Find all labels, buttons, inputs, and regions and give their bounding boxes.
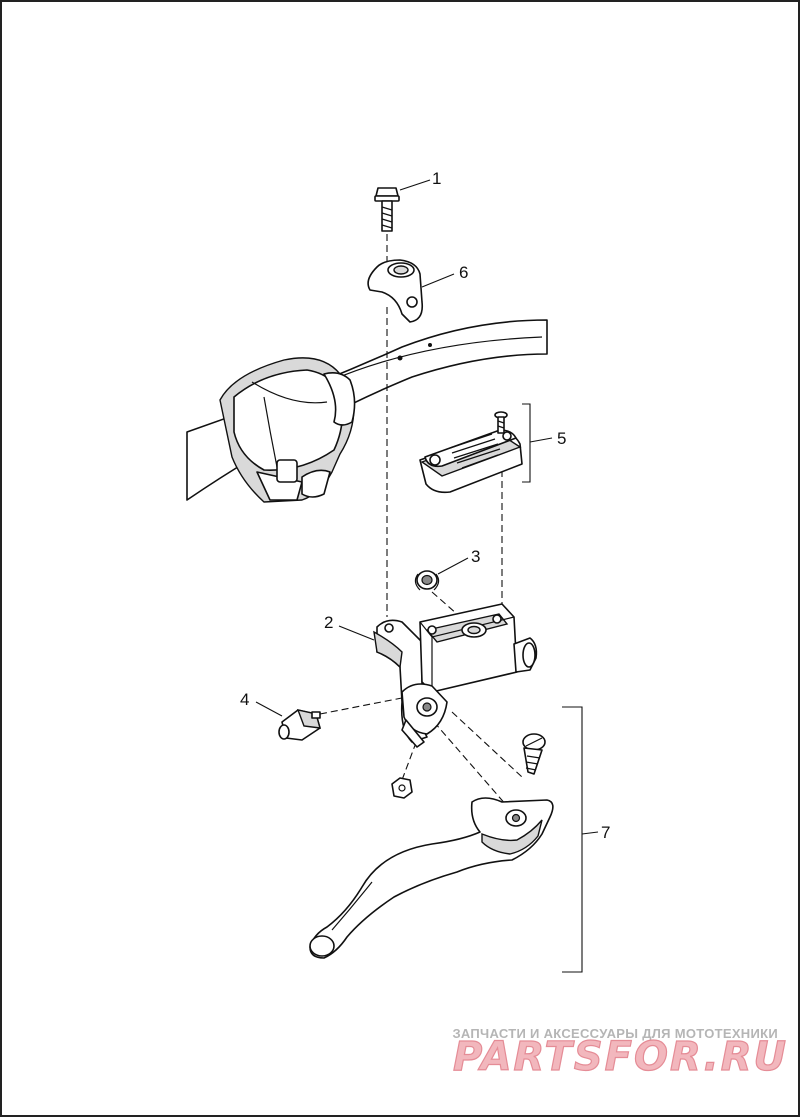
nut	[391, 777, 413, 799]
switch-part-4	[278, 709, 321, 741]
switch-housing	[219, 357, 356, 503]
callout-2: 2	[324, 613, 333, 632]
pivot-screw	[522, 733, 546, 775]
callout-numbers: 1 2 3 4 5 6 7	[240, 169, 610, 842]
leader-lines	[255, 179, 599, 835]
clamp-part-6	[367, 259, 424, 323]
callout-4: 4	[240, 690, 249, 709]
callout-3: 3	[471, 547, 480, 566]
clip-part-3	[414, 570, 440, 591]
watermark-tagline: ЗАПЧАСТИ И АКСЕССУАРЫ ДЛЯ МОТОТЕХНИКИ	[452, 1026, 778, 1041]
bracket-part-7	[562, 706, 583, 973]
master-cylinder-part-2	[373, 603, 538, 748]
bracket-part-5	[522, 403, 531, 483]
callout-1: 1	[432, 169, 441, 188]
lever-part-7	[309, 797, 554, 959]
assembly-guide-lines	[319, 234, 523, 815]
callout-6: 6	[459, 263, 468, 282]
bolt-part-1	[374, 187, 400, 232]
watermark: ЗАПЧАСТИ И АКСЕССУАРЫ ДЛЯ МОТОТЕХНИКИ PA…	[452, 1026, 788, 1081]
callout-7: 7	[601, 823, 610, 842]
watermark-logo: PARTSFOR.RU	[453, 1034, 788, 1080]
callout-5: 5	[557, 429, 566, 448]
reservoir-cover-part-5	[419, 411, 523, 494]
